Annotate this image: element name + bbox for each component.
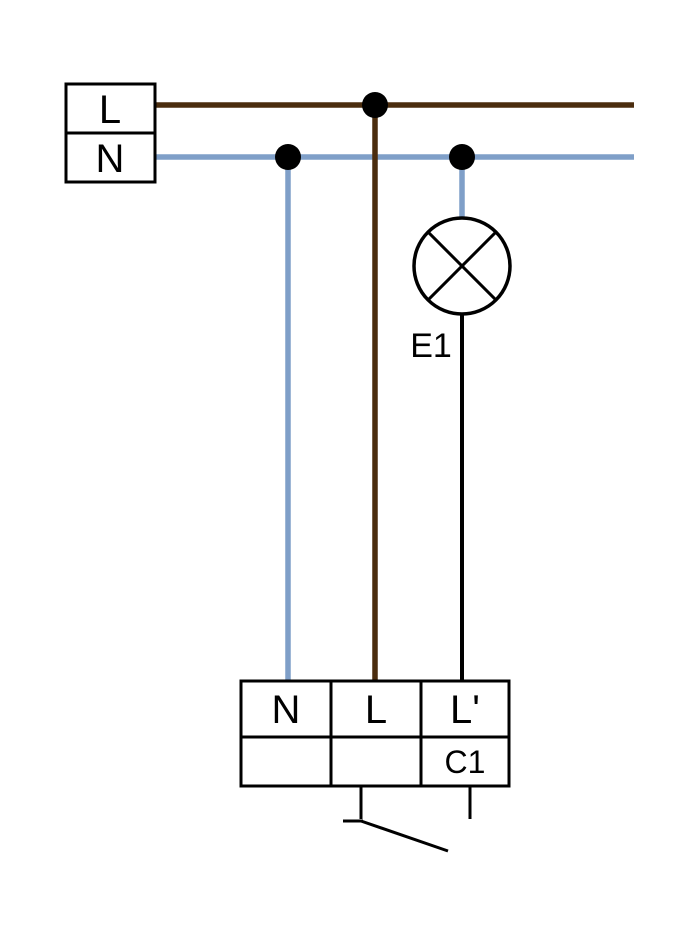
supply-live-label: L bbox=[99, 88, 121, 132]
junction-dot-live bbox=[362, 92, 388, 118]
switch-symbol bbox=[343, 786, 472, 853]
junction-dot-neutral-2 bbox=[449, 144, 475, 170]
terminal-label-l-prime: L' bbox=[450, 688, 480, 732]
lamp-symbol bbox=[412, 216, 512, 316]
supply-neutral-label: N bbox=[96, 137, 125, 181]
contact-label-c1: C1 bbox=[445, 744, 486, 780]
terminal-block-outline bbox=[239, 679, 511, 788]
terminal-label-n: N bbox=[272, 688, 301, 732]
switch-blade bbox=[360, 819, 449, 853]
terminal-block: N L L' C1 bbox=[239, 679, 511, 788]
terminal-label-l: L bbox=[365, 688, 387, 732]
supply-box: L N bbox=[64, 82, 157, 184]
junction-dot-neutral-1 bbox=[275, 144, 301, 170]
lamp-label: E1 bbox=[410, 327, 452, 365]
lamp-cross-line-2 bbox=[427, 231, 497, 301]
